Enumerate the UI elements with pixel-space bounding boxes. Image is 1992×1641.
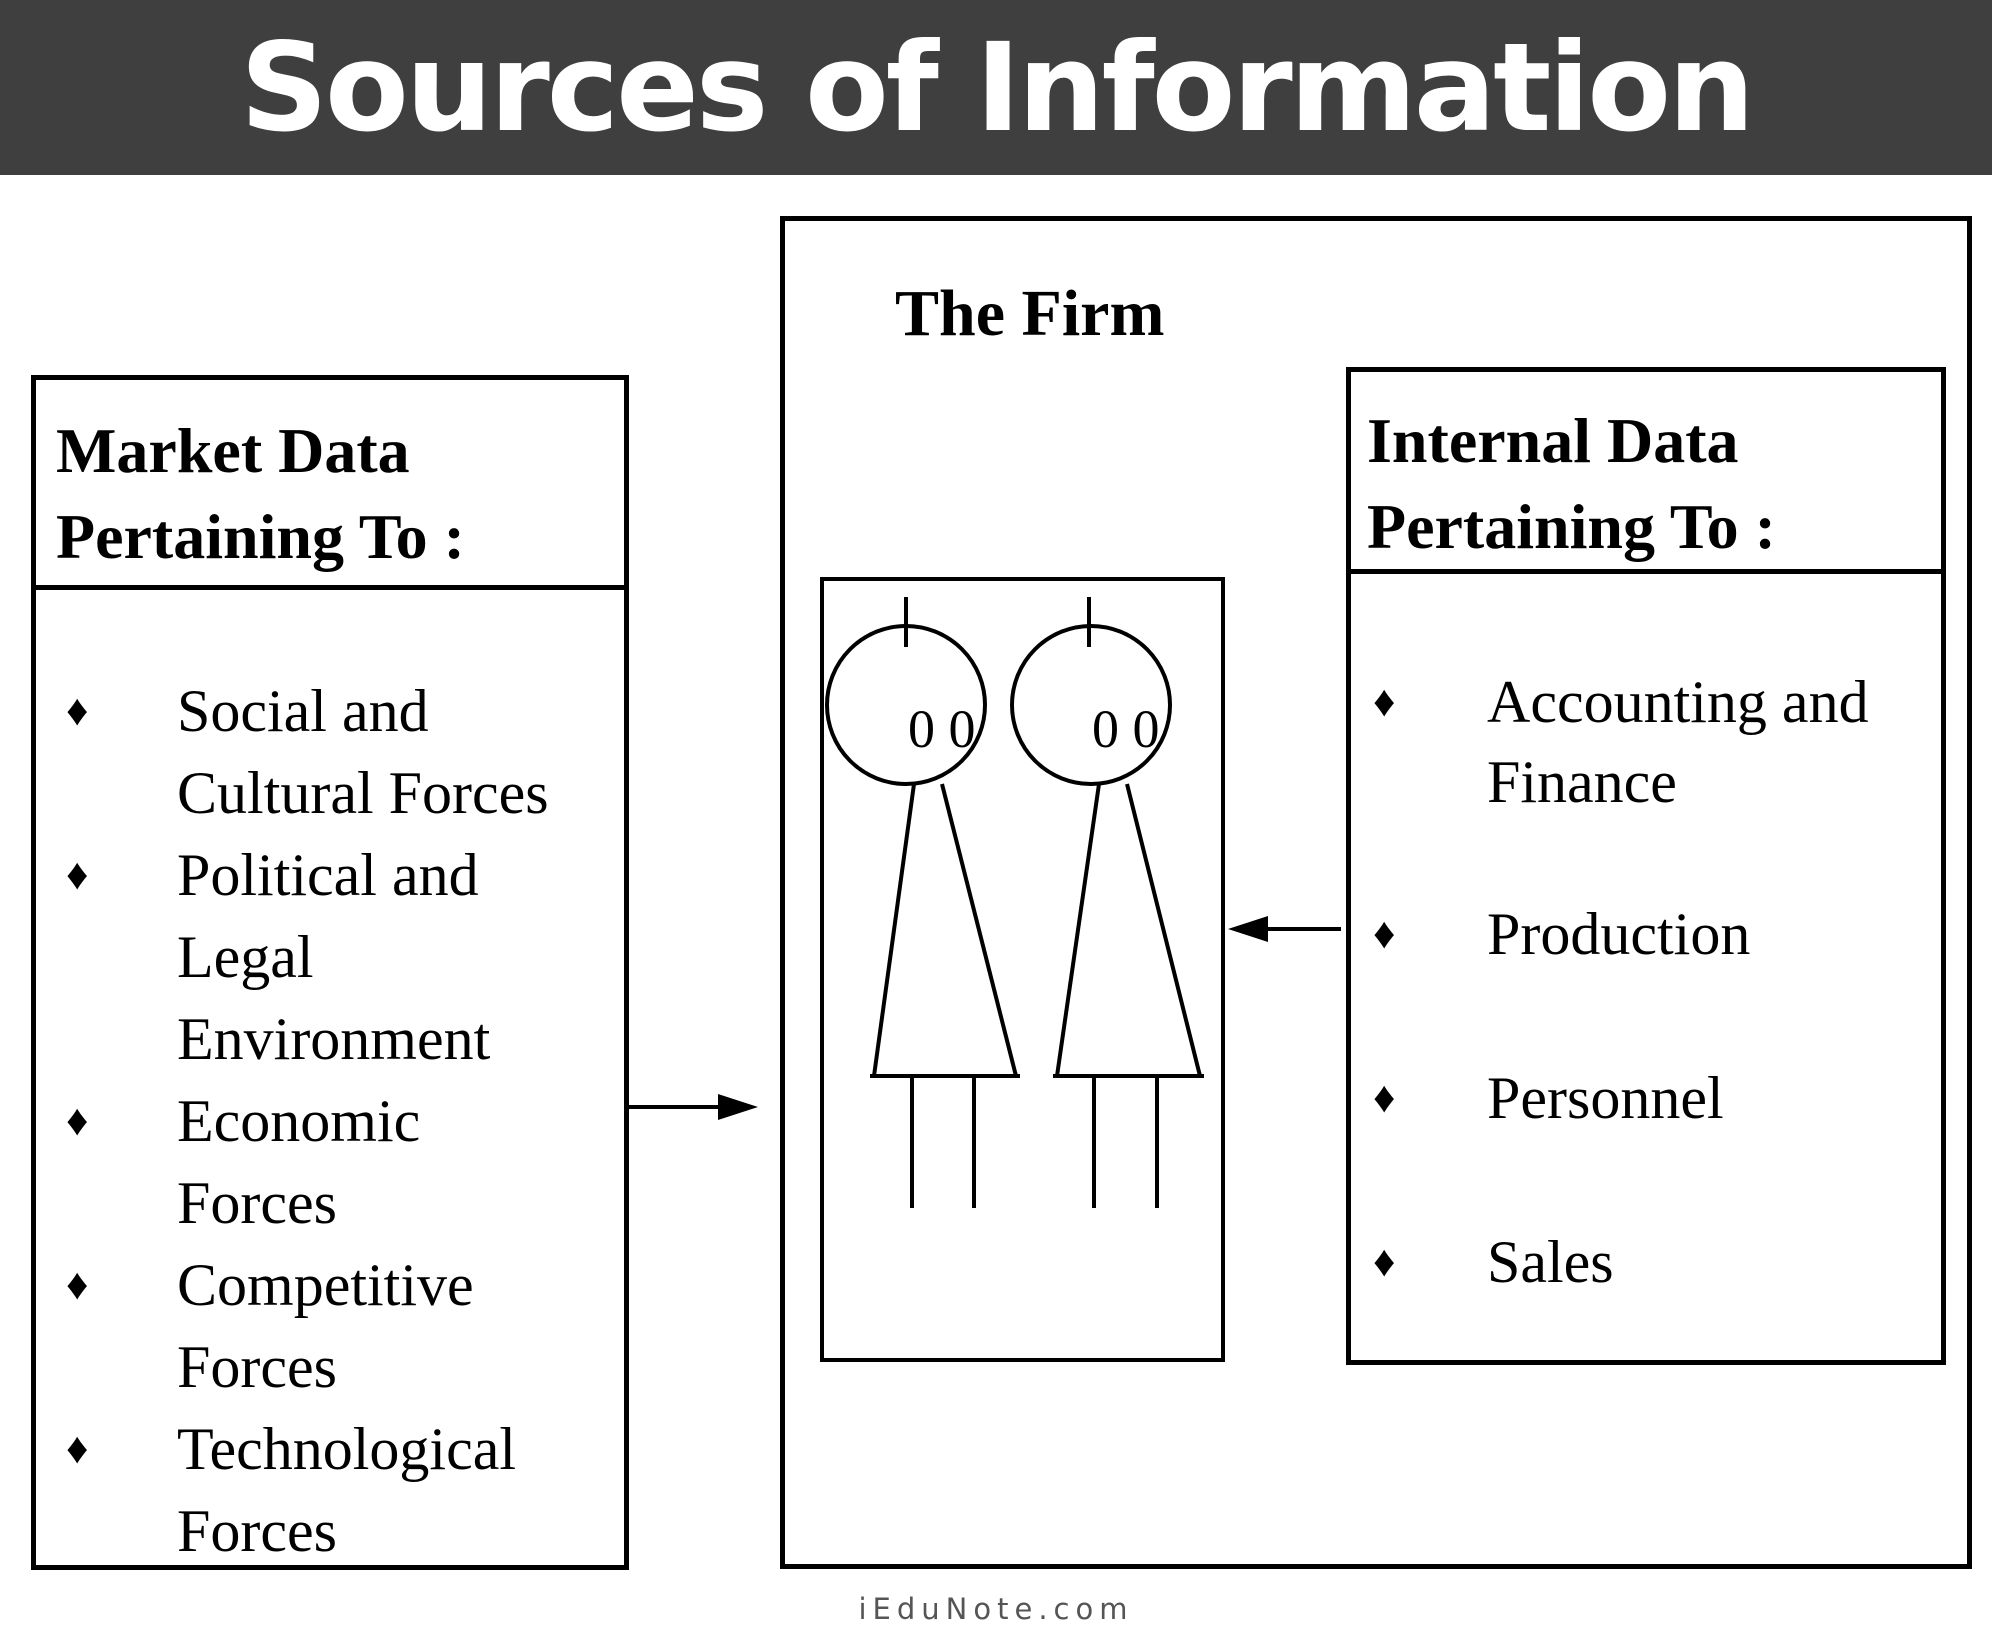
person-left-eyes: 0 0 [908,699,976,759]
heading-line: Internal Data [1367,405,1739,476]
firm-box: The Firm 0 0 0 0 [780,216,1972,1569]
diamond-bullet-icon: ♦ [66,1260,89,1309]
item-line: Forces [177,1170,337,1236]
item-line: Production [1487,901,1751,967]
item-line: Competitive [177,1252,474,1318]
internal-data-list: ♦ Accounting and Finance ♦ Production ♦ … [1351,574,1941,1302]
item-line: Environment [177,1006,491,1072]
page-title: Sources of Information [240,16,1755,159]
diamond-bullet-icon: ♦ [66,1096,89,1145]
people-illustration: 0 0 0 0 [825,597,1204,1208]
person-figure-right [1010,597,1204,1208]
list-item-political-legal: ♦ Political and Legal Environment [36,834,624,1080]
title-bar: Sources of Information [0,0,1992,175]
item-line: Political and [177,842,479,908]
diamond-bullet-icon: ♦ [66,850,89,899]
internal-data-box: Internal Data Pertaining To : ♦ Accounti… [1346,367,1946,1365]
diamond-bullet-icon: ♦ [66,686,89,735]
item-line: Social and [177,678,429,744]
list-item-economic: ♦ Economic Forces [36,1080,624,1244]
item-line: Forces [177,1498,337,1564]
list-item-competitive: ♦ Competitive Forces [36,1244,624,1408]
item-line: Accounting and [1487,669,1869,735]
diamond-bullet-icon: ♦ [1373,1237,1396,1286]
arrow-market-to-firm [629,1094,758,1120]
firm-title: The Firm [895,277,1165,350]
people-figure-box: 0 0 0 0 [820,577,1225,1362]
diamond-bullet-icon: ♦ [1373,909,1396,958]
item-line: Finance [1487,749,1677,815]
diamond-bullet-icon: ♦ [1373,677,1396,726]
list-item-accounting-finance: ♦ Accounting and Finance [1351,662,1941,822]
list-item-personnel: ♦ Personnel [1351,1058,1941,1138]
item-line: Technological [177,1416,516,1482]
diamond-bullet-icon: ♦ [1373,1073,1396,1122]
heading-line: Pertaining To : [1367,491,1776,562]
heading-line: Market Data [56,415,410,486]
market-data-heading: Market Data Pertaining To : [36,380,624,590]
list-item-social-cultural: ♦ Social and Cultural Forces [36,670,624,834]
person-figure-left [825,597,1020,1208]
person-right-eyes: 0 0 [1092,699,1160,759]
list-item-technological: ♦ Technological Forces [36,1408,624,1572]
heading-line: Pertaining To : [56,501,465,572]
watermark: iEduNote.com [858,1592,1134,1626]
market-data-list: ♦ Social and Cultural Forces ♦ Political… [36,590,624,1572]
item-line: Forces [177,1334,337,1400]
item-line: Sales [1487,1229,1614,1295]
list-item-sales: ♦ Sales [1351,1222,1941,1302]
diamond-bullet-icon: ♦ [66,1424,89,1473]
item-line: Personnel [1487,1065,1724,1131]
item-line: Legal [177,924,314,990]
market-data-box: Market Data Pertaining To : ♦ Social and… [31,375,629,1570]
internal-data-heading: Internal Data Pertaining To : [1351,372,1941,574]
list-item-production: ♦ Production [1351,894,1941,974]
item-line: Economic [177,1088,421,1154]
item-line: Cultural Forces [177,760,549,826]
